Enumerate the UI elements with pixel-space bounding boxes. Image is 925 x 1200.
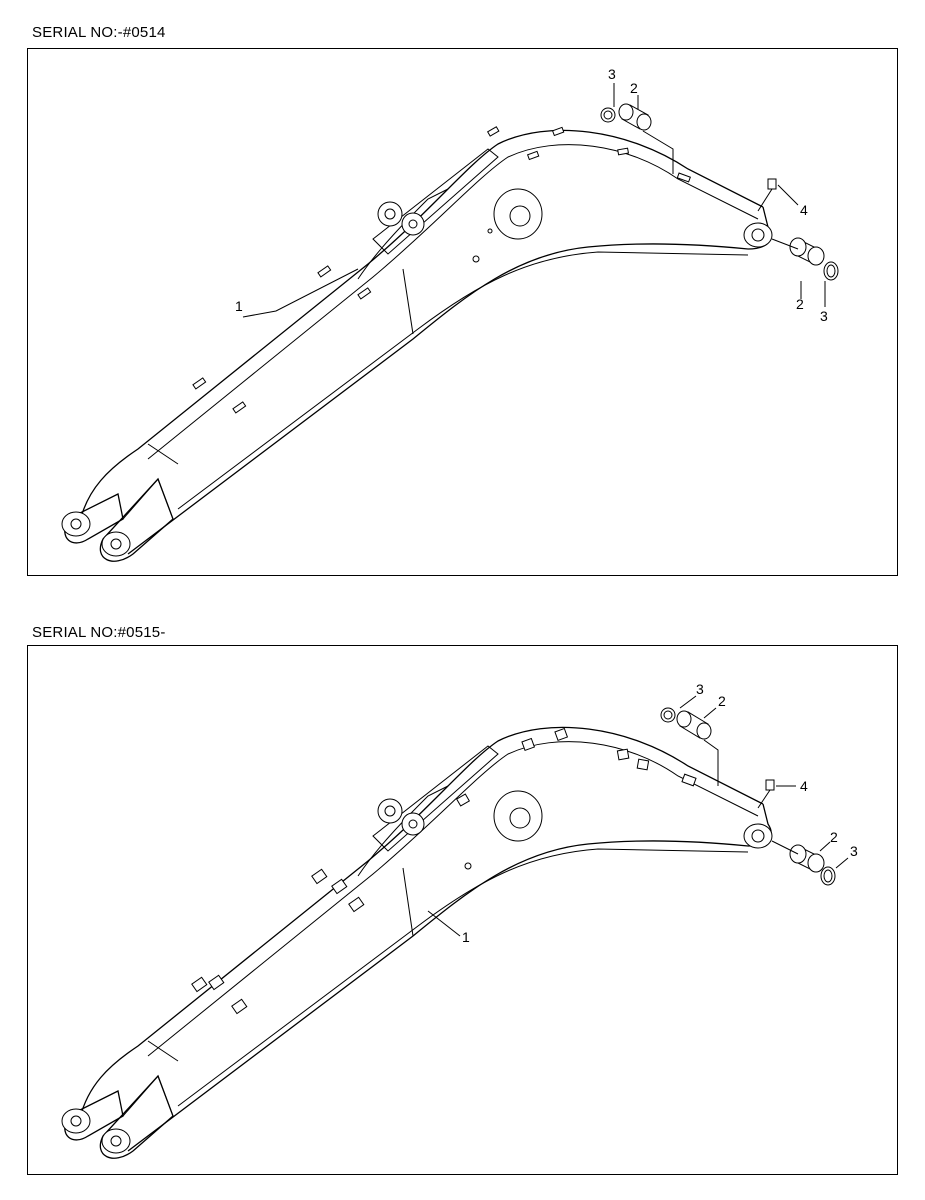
top-bushing-part <box>600 103 674 174</box>
callout-bushing-top: 2 <box>718 693 726 709</box>
callout-ring-end: 3 <box>850 843 858 859</box>
end-bushing-part <box>771 237 839 281</box>
callout-ring-top: 3 <box>608 66 616 82</box>
callout-boom: 1 <box>462 929 470 945</box>
boom-structure <box>61 126 773 562</box>
grease-fitting-part <box>757 779 796 809</box>
boom-structure <box>61 726 773 1159</box>
boom-diagram-panel-bottom: 1 2 3 4 2 3 <box>27 645 898 1175</box>
boom-assembly-drawing-bottom: 1 2 3 4 2 3 <box>61 681 858 1159</box>
callout-ring-top: 3 <box>696 681 704 697</box>
boom-assembly-drawing-top: 1 2 3 4 2 3 <box>61 66 839 562</box>
end-bushing-part <box>771 840 836 886</box>
callout-leaders <box>242 83 826 318</box>
callout-leaders <box>427 695 849 937</box>
callout-grease-fitting: 4 <box>800 778 808 794</box>
callout-bushing-end: 2 <box>796 296 804 312</box>
serial-number-label-top: SERIAL NO:-#0514 <box>32 24 166 41</box>
serial-number-label-bottom: SERIAL NO:#0515- <box>32 624 166 641</box>
callout-bushing-top: 2 <box>630 80 638 96</box>
callout-ring-end: 3 <box>820 308 828 324</box>
grease-fitting-part <box>757 178 799 212</box>
boom-diagram-panel-top: 1 2 3 4 2 3 <box>27 48 898 576</box>
top-bushing-part <box>660 707 719 786</box>
callout-boom: 1 <box>235 298 243 314</box>
callout-grease-fitting: 4 <box>800 202 808 218</box>
callout-bushing-end: 2 <box>830 829 838 845</box>
